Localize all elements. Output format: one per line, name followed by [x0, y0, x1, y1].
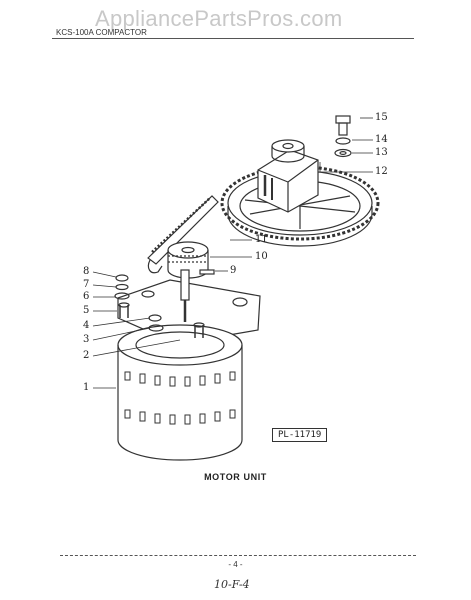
callout-7: 7	[83, 279, 90, 290]
watermark: AppliancePartsPros.com	[95, 6, 343, 31]
callout-11: 11	[255, 234, 268, 245]
callout-12: 12	[375, 166, 388, 177]
plate-number: PL-11719	[272, 428, 328, 442]
motor-body	[117, 269, 243, 461]
callout-14: 14	[375, 134, 388, 145]
callout-4: 4	[83, 320, 90, 331]
footer-rule	[60, 555, 416, 556]
callout-1: 1	[83, 382, 90, 393]
page-header-title: KCS-100A COMPACTOR	[56, 28, 147, 37]
drive-belt	[147, 195, 219, 274]
callout-10: 10	[255, 251, 268, 262]
bolt-and-washers	[334, 115, 352, 158]
callout-5: 5	[83, 305, 90, 316]
callout-8: 8	[83, 266, 90, 277]
callout-15: 15	[375, 112, 388, 123]
callout-6: 6	[83, 291, 90, 302]
page-number: - 4 -	[228, 560, 243, 569]
callout-2: 2	[83, 350, 90, 361]
header-rule	[52, 38, 414, 39]
small-hardware	[114, 274, 164, 332]
leader-lines	[92, 117, 373, 389]
large-gear	[220, 139, 380, 247]
callout-9: 9	[230, 265, 237, 276]
callout-3: 3	[83, 334, 90, 345]
callout-13: 13	[375, 147, 388, 158]
handwritten-note: 10-F-4	[214, 578, 250, 591]
pulley-key	[199, 269, 215, 275]
diagram-caption: MOTOR UNIT	[204, 472, 267, 482]
